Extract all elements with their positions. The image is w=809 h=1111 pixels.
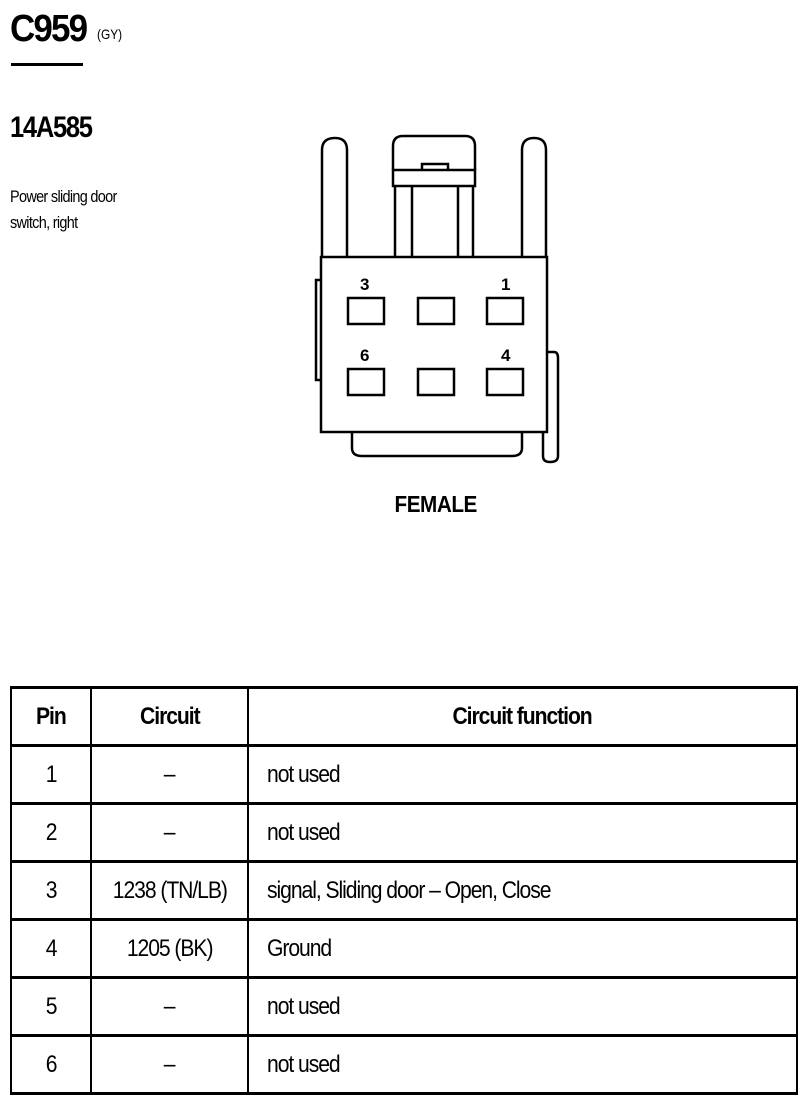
table-row: 2 – not used (10, 803, 798, 862)
table-row: 6 – not used (10, 1035, 798, 1094)
pin-cavity-1 (485, 296, 525, 326)
table-row: 1 – not used (10, 745, 798, 804)
cell-pin: 4 (10, 919, 92, 978)
table-header-row: Pin Circuit Circuit function (10, 687, 798, 746)
part-number: 14A585 (10, 111, 93, 144)
cell-pin: 1 (10, 745, 92, 804)
lock-tab (391, 134, 477, 170)
pin-cavity-6 (346, 367, 386, 397)
cell-function: signal, Sliding door – Open, Close (247, 861, 798, 920)
cell-function: not used (247, 1035, 798, 1094)
cell-pin: 3 (10, 861, 92, 920)
header-circuit-function: Circuit function (247, 687, 798, 746)
side-clip (541, 350, 560, 464)
table-row: 3 1238 (TN/LB) signal, Sliding door – Op… (10, 861, 798, 920)
table-row: 5 – not used (10, 977, 798, 1036)
pin-cavity-2 (416, 296, 456, 326)
connector-gender-label: FEMALE (394, 491, 478, 517)
lock-tab-base (391, 168, 477, 188)
connector-color: (GY) (97, 26, 123, 42)
pin-cavity-3 (346, 296, 386, 326)
pin-label-6: 6 (360, 346, 369, 365)
table-row: 4 1205 (BK) Ground (10, 919, 798, 978)
header-circuit: Circuit (90, 687, 249, 746)
left-latch-post (320, 136, 349, 257)
cell-function: not used (247, 745, 798, 804)
right-latch-post (520, 136, 548, 257)
title-underline (11, 63, 83, 66)
pin-label-3: 3 (360, 275, 369, 294)
cell-circuit: 1238 (TN/LB) (90, 861, 249, 920)
pin-cavity-4 (485, 367, 525, 397)
connector-face-diagram: 3 1 6 4 (314, 134, 560, 464)
pin-cavity-5 (416, 367, 456, 397)
cell-circuit: – (90, 977, 249, 1036)
cell-circuit: – (90, 745, 249, 804)
cell-circuit: 1205 (BK) (90, 919, 249, 978)
cell-circuit: – (90, 803, 249, 862)
cell-pin: 6 (10, 1035, 92, 1094)
cell-function: not used (247, 803, 798, 862)
cell-function: not used (247, 977, 798, 1036)
header-pin: Pin (10, 687, 92, 746)
cell-pin: 5 (10, 977, 92, 1036)
connector-description: Power sliding door switch, right (10, 187, 117, 232)
pin-label-1: 1 (501, 275, 510, 294)
pin-label-4: 4 (501, 346, 511, 365)
bottom-skirt (350, 432, 524, 458)
pin-function-table: Pin Circuit Circuit function 1 – not use… (10, 686, 798, 1095)
connector-body (319, 255, 549, 434)
cell-circuit: – (90, 1035, 249, 1094)
connector-id: C959 (10, 8, 88, 50)
cell-pin: 2 (10, 803, 92, 862)
cell-function: Ground (247, 919, 798, 978)
